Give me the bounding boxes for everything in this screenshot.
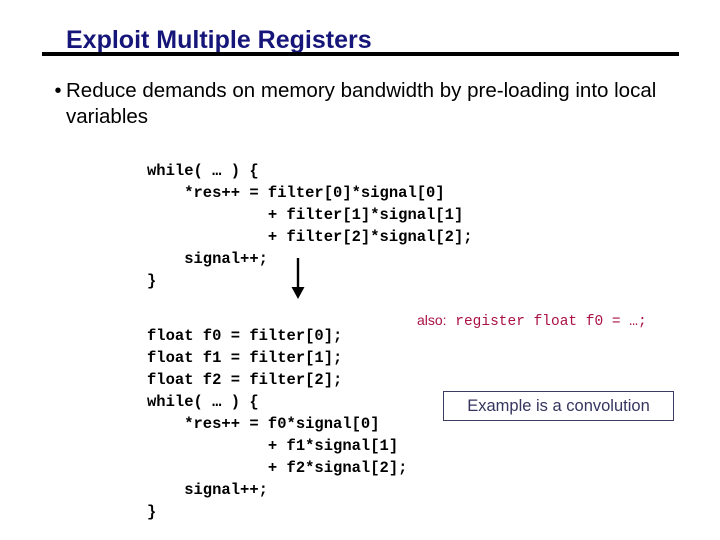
register-annotation: also: register float f0 = …; — [417, 310, 647, 332]
register-annotation-lead: also: — [417, 312, 447, 328]
down-arrow-icon — [288, 258, 308, 300]
page-title: Exploit Multiple Registers — [66, 26, 372, 54]
callout-label: Example is a convolution — [467, 396, 650, 415]
code-block-preloaded: float f0 = filter[0]; float f1 = filter[… — [147, 326, 408, 521]
bullet-dot-icon: • — [54, 80, 62, 102]
title-underline-rule — [42, 52, 679, 56]
list-item: • Reduce demands on memory bandwidth by … — [50, 78, 680, 130]
register-annotation-code: register float f0 = …; — [446, 314, 647, 330]
bullet-item-label: Reduce demands on memory bandwidth by pr… — [66, 79, 657, 128]
bullet-list: • Reduce demands on memory bandwidth by … — [50, 78, 680, 130]
code-block-original: while( … ) { *res++ = filter[0]*signal[0… — [147, 161, 473, 290]
callout-box: Example is a convolution — [443, 391, 674, 421]
